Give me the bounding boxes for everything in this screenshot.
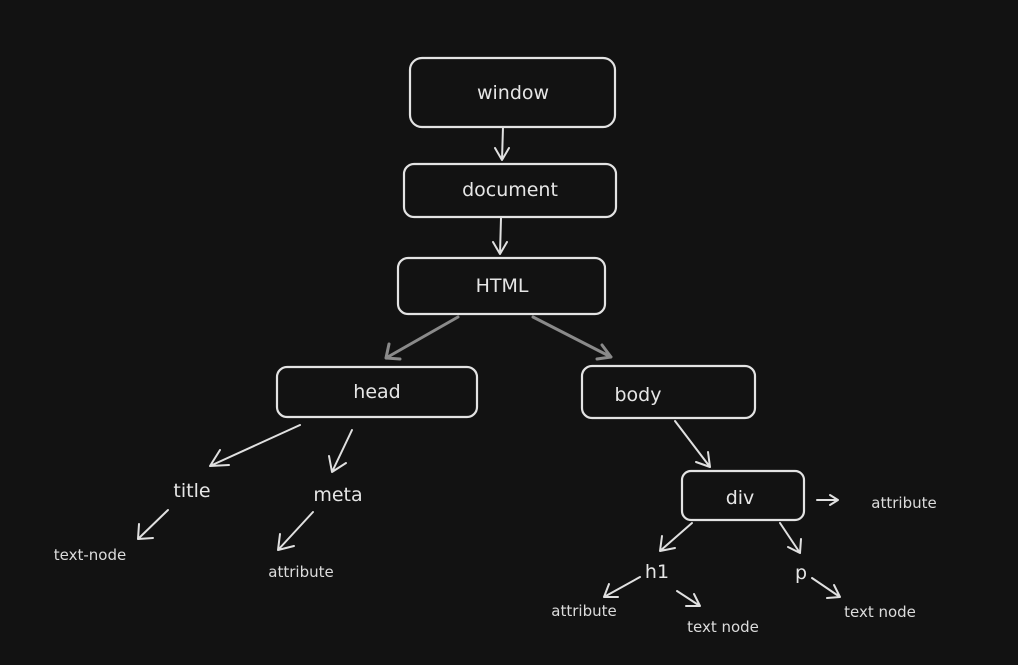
- h1-attribute-label: attribute: [551, 602, 616, 620]
- h1-text-node-label: text node: [687, 618, 759, 636]
- arrow-meta-attribute: [277, 511, 314, 551]
- arrow-div-attribute: [816, 494, 839, 506]
- arrow-h1-textnode: [676, 590, 701, 607]
- body-label: body: [615, 384, 662, 406]
- window-label: window: [477, 82, 549, 104]
- arrow-p-textnode: [811, 577, 841, 599]
- body-box: [580, 364, 757, 420]
- div-label: div: [726, 487, 755, 509]
- arrow-head-meta: [328, 429, 353, 473]
- document-label: document: [462, 179, 558, 201]
- head-box: [275, 365, 479, 419]
- arrow-html-head: [384, 315, 460, 361]
- h1-label: h1: [645, 561, 669, 583]
- arrow-window-document: [494, 126, 510, 161]
- meta-attribute-label: attribute: [268, 563, 333, 581]
- p-label: p: [795, 562, 807, 584]
- title-label: title: [173, 480, 210, 502]
- meta-label: meta: [313, 484, 362, 506]
- arrow-h1-attribute: [603, 576, 641, 598]
- head-label: head: [353, 381, 400, 403]
- window-box: [408, 56, 617, 129]
- arrow-title-textnode: [137, 509, 169, 540]
- document-box: [402, 162, 618, 219]
- arrow-document-html: [492, 217, 508, 255]
- arrow-body-div: [674, 420, 711, 468]
- div-box: [680, 469, 806, 522]
- p-text-node-label: text node: [844, 603, 916, 621]
- html-box: [396, 256, 607, 316]
- arrow-head-title: [209, 424, 301, 467]
- title-text-node-label: text-node: [54, 546, 126, 564]
- html-label: HTML: [476, 275, 529, 297]
- arrow-div-p: [779, 522, 802, 554]
- div-attribute-label: attribute: [871, 494, 936, 512]
- arrow-html-body: [531, 315, 613, 361]
- arrow-div-h1: [659, 522, 693, 552]
